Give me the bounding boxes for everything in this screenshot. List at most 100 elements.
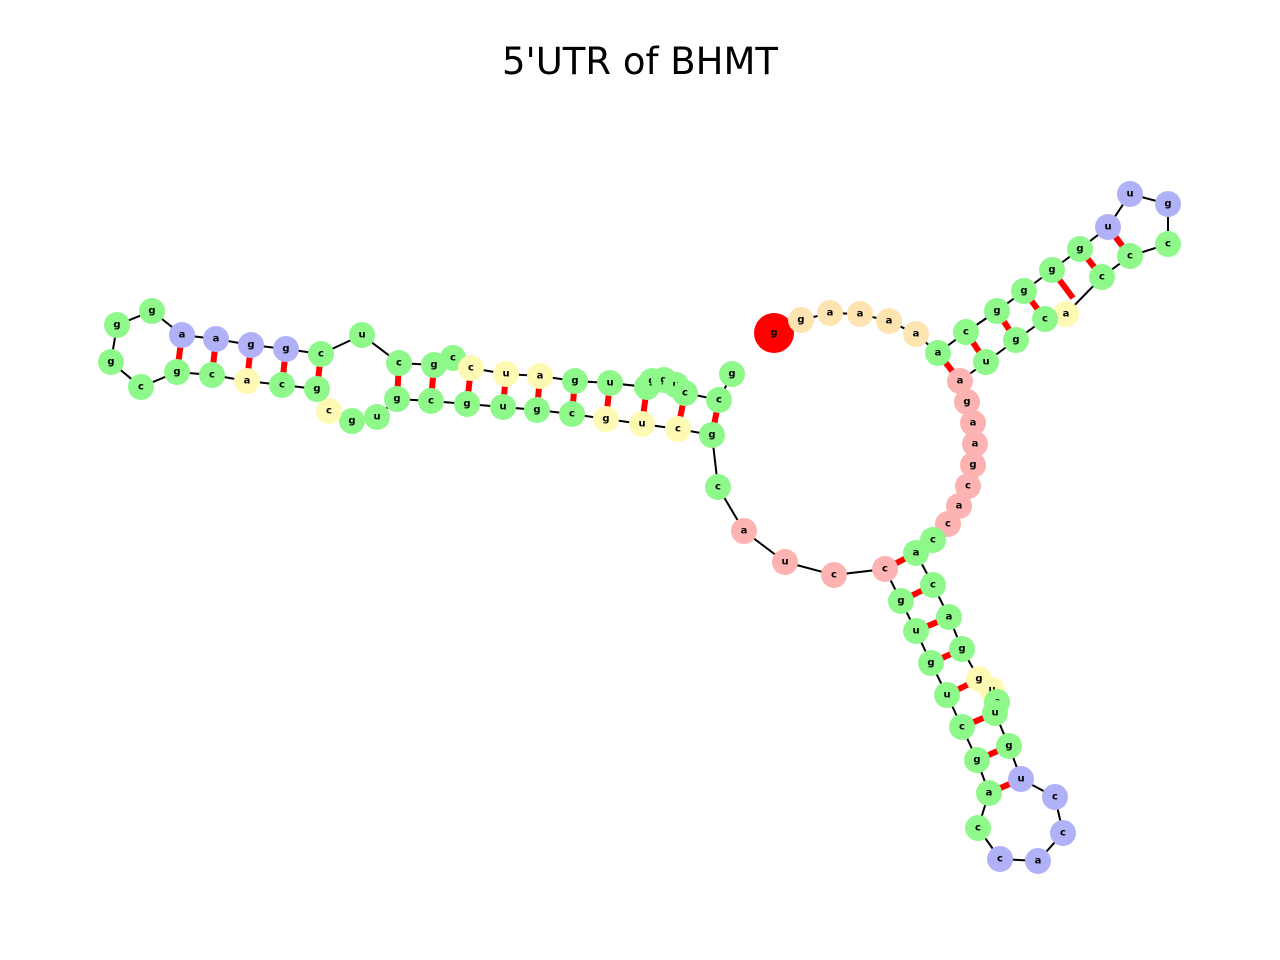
nucleotide-base-label: a bbox=[913, 329, 920, 340]
nucleotide-hairpin-loop: a bbox=[1025, 848, 1051, 874]
nucleotide-stem: g bbox=[562, 368, 588, 394]
nucleotide-circle bbox=[665, 416, 691, 442]
nucleotide-stem: u bbox=[349, 322, 375, 348]
nucleotide-base-label: a bbox=[857, 309, 864, 320]
nucleotide-circle bbox=[821, 562, 847, 588]
nucleotide-circle bbox=[1011, 278, 1037, 304]
nucleotide-base-label: g bbox=[148, 306, 155, 317]
nucleotide-circle bbox=[1050, 820, 1076, 846]
nucleotide-circle bbox=[953, 319, 979, 345]
nucleotide-circle bbox=[960, 410, 986, 436]
nucleotide-circle bbox=[98, 349, 124, 375]
nucleotide-hairpin-loop: c bbox=[987, 846, 1013, 872]
nucleotide-base-label: c bbox=[997, 854, 1003, 865]
nucleotide-bulge-interior: u bbox=[493, 361, 519, 387]
nucleotide-stem: g bbox=[1011, 278, 1037, 304]
nucleotide-circle bbox=[847, 301, 873, 327]
nucleotide-base-label: u bbox=[373, 412, 380, 423]
nucleotide-stem: c bbox=[199, 362, 225, 388]
nucleotide-multiloop: g bbox=[960, 452, 986, 478]
nucleotide-circle bbox=[947, 368, 973, 394]
nucleotide-stem: g bbox=[524, 397, 550, 423]
nucleotide-circle bbox=[903, 618, 929, 644]
nucleotide-stem: g bbox=[964, 747, 990, 773]
diagram-title: 5'UTR of BHMT bbox=[501, 40, 779, 83]
nucleotide-exterior: a bbox=[903, 321, 929, 347]
nucleotide-circle bbox=[699, 422, 725, 448]
nucleotide-base-label: c bbox=[1060, 828, 1066, 839]
nucleotide-circle bbox=[1053, 301, 1079, 327]
nucleotide-bulge-interior: a bbox=[527, 363, 553, 389]
nucleotide-circle bbox=[199, 362, 225, 388]
nucleotide-base-label: c bbox=[1052, 792, 1058, 803]
backbone-line bbox=[109, 192, 1169, 863]
nucleotide-stem: c bbox=[386, 350, 412, 376]
nucleotide-circle bbox=[772, 549, 798, 575]
nucleotide-base-label: u bbox=[502, 369, 509, 380]
nucleotide-base-label: g bbox=[797, 315, 804, 326]
nucleotide-exterior: g bbox=[788, 307, 814, 333]
nucleotide-base-label: g bbox=[313, 384, 320, 395]
nucleotide-base-label: c bbox=[959, 722, 965, 733]
nucleotide-base-label: g bbox=[282, 344, 289, 355]
nucleotide-base-label: g bbox=[927, 658, 934, 669]
nucleotide-base-label: u bbox=[982, 357, 989, 368]
nucleotide-base-label: u bbox=[358, 330, 365, 341]
nucleotide-stem: g bbox=[384, 386, 410, 412]
nucleotide-base-label: g bbox=[975, 674, 982, 685]
nucleotide-stem: c bbox=[559, 401, 585, 427]
nucleotide-base-label: a bbox=[886, 316, 893, 327]
nucleotide-circle bbox=[527, 363, 553, 389]
nucleotide-hairpin-loop: u bbox=[1008, 766, 1034, 792]
nucleotide-base-label: c bbox=[682, 388, 688, 399]
nucleotide-circle bbox=[903, 321, 929, 347]
nucleotide-base-label: c bbox=[450, 353, 456, 364]
nucleotide-base-label: c bbox=[975, 823, 981, 834]
nucleotide-base-label: c bbox=[318, 349, 324, 360]
nucleotide-stem: c bbox=[308, 341, 334, 367]
nucleotide-circle bbox=[273, 336, 299, 362]
nucleotide-base-label: c bbox=[675, 424, 681, 435]
nucleotide-circle bbox=[918, 650, 944, 676]
nucleotide-base-label: a bbox=[935, 348, 942, 359]
nucleotide-stem: g bbox=[1039, 257, 1065, 283]
nucleotide-circle bbox=[1003, 327, 1029, 353]
nucleotide-stem: g bbox=[996, 733, 1022, 759]
nucleotide-circle bbox=[949, 714, 975, 740]
nucleotide-base-label: g bbox=[1005, 741, 1012, 752]
nucleotide-stem: c bbox=[1155, 231, 1181, 257]
nucleotide-base-label: a bbox=[957, 376, 964, 387]
nucleotide-multiloop: g bbox=[954, 389, 980, 415]
nucleotide-base-label: g bbox=[897, 596, 904, 607]
nucleotide-base-label: g bbox=[113, 320, 120, 331]
nucleotide-circle bbox=[164, 359, 190, 385]
nucleotide-circle bbox=[364, 404, 390, 430]
nucleotide-circle bbox=[104, 312, 130, 338]
nucleotide-stem: g bbox=[1003, 327, 1029, 353]
nucleotide-circle bbox=[888, 588, 914, 614]
nucleotide-stem: a bbox=[936, 604, 962, 630]
nucleotide-stem: c bbox=[128, 374, 154, 400]
nucleotide-base-label: g bbox=[393, 394, 400, 405]
nucleotide-circle bbox=[903, 540, 929, 566]
nucleotide-circle bbox=[705, 474, 731, 500]
nucleotide-base-label: c bbox=[1099, 272, 1105, 283]
nucleotide-stem: u bbox=[982, 700, 1008, 726]
nucleotide-circle bbox=[876, 308, 902, 334]
nucleotide-circle bbox=[987, 846, 1013, 872]
nucleotide-base-label: g bbox=[1012, 335, 1019, 346]
nucleotide-base-label: g bbox=[728, 369, 735, 380]
nucleotide-circle bbox=[493, 361, 519, 387]
nucleotide-base-label: c bbox=[716, 395, 722, 406]
nucleotide-stem: g bbox=[454, 391, 480, 417]
nucleotide-base-label: a bbox=[970, 418, 977, 429]
nucleotide-circle bbox=[490, 394, 516, 420]
nucleotide-stem: g bbox=[949, 636, 975, 662]
nucleotide-stem: g bbox=[888, 588, 914, 614]
nucleotide-base-label: c bbox=[963, 327, 969, 338]
nucleotide-multiloop: c bbox=[821, 562, 847, 588]
nucleotide-base-label: c bbox=[882, 564, 888, 575]
nucleotide-base-label: c bbox=[930, 580, 936, 591]
nucleotide-stem: c bbox=[705, 474, 731, 500]
